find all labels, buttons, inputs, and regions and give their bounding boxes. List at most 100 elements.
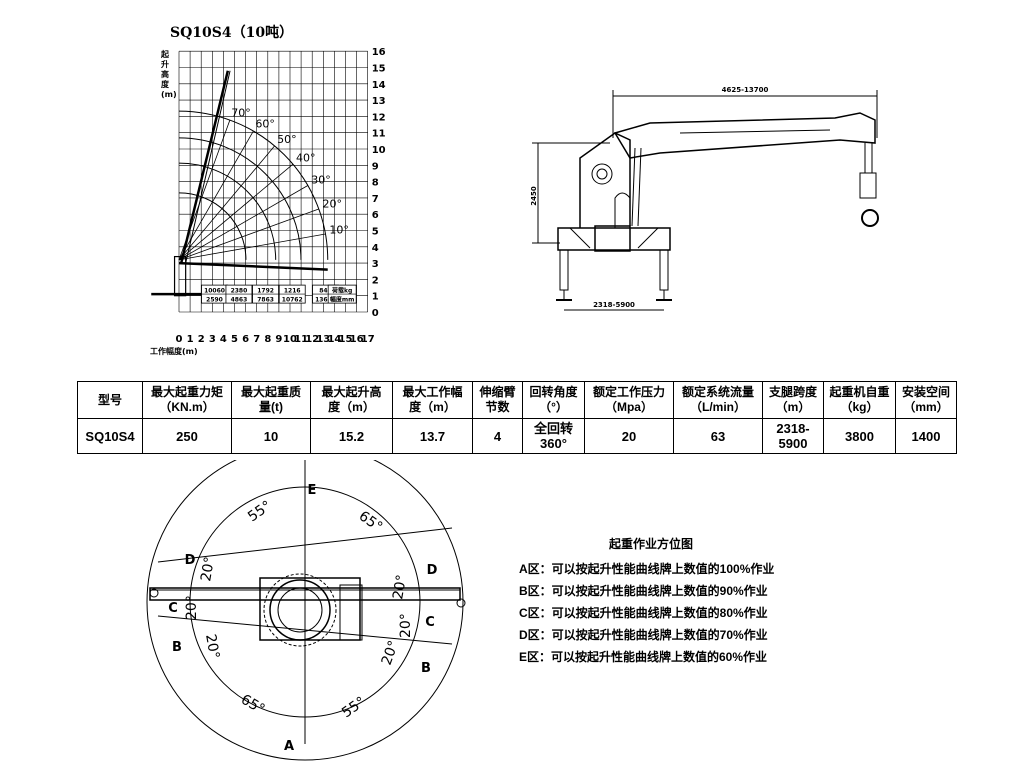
radius-value: 13663 xyxy=(315,297,336,304)
y-tick-label: 2 xyxy=(372,275,379,286)
radius-unit: 幅度mm xyxy=(330,296,355,304)
angle-label: 20° xyxy=(323,198,343,211)
y-tick-label: 15 xyxy=(372,64,386,75)
y-tick-label: 6 xyxy=(372,210,379,221)
x-tick-label: 9 xyxy=(275,334,282,345)
radius-value: 2590 xyxy=(206,297,223,304)
y-tick-label: 13 xyxy=(372,96,386,107)
spec-header-cell: 最大起重力矩（KN.m） xyxy=(142,381,232,419)
page-title: SQ10S4（10吨） xyxy=(170,25,294,41)
spec-value-cell: 2318-5900 xyxy=(762,418,824,454)
y-tick-label: 8 xyxy=(372,178,379,189)
reach-dimension-label: 4625-13700 xyxy=(722,86,769,94)
spec-header-cell: 支腿跨度（m） xyxy=(762,381,824,419)
angle-label-c-left: 20° xyxy=(184,595,200,620)
radius-value: 7863 xyxy=(257,297,274,304)
spec-value-cell: 20 xyxy=(584,418,674,454)
x-tick-label: 1 xyxy=(187,334,194,345)
load-value: 10060 xyxy=(204,288,225,295)
x-tick-label: 17 xyxy=(361,334,375,345)
radius-value: 10762 xyxy=(282,297,303,304)
zone-d-right-label: D xyxy=(427,563,438,578)
spec-header-cell: 安装空间（mm） xyxy=(895,381,957,419)
y-tick-label: 0 xyxy=(372,308,379,319)
spec-value-cell: SQ10S4 xyxy=(77,418,143,454)
spec-header-cell: 回转角度（°） xyxy=(522,381,585,419)
angle-label-c-right: 20° xyxy=(398,613,414,638)
x-tick-label: 10 xyxy=(283,334,297,345)
spec-table: 型号最大起重力矩（KN.m）最大起重质量(t)最大起升高度（m）最大工作幅度（m… xyxy=(77,381,957,454)
x-tick-label: 15 xyxy=(339,334,353,345)
y-tick-label: 4 xyxy=(372,243,379,254)
spec-header-cell: 最大工作幅度（m） xyxy=(392,381,473,419)
y-tick-label: 14 xyxy=(372,80,386,91)
angle-labels: 70°60°50°40°30°20°10° xyxy=(231,106,349,236)
load-value: 840 xyxy=(319,288,332,295)
angle-label: 50° xyxy=(277,133,297,146)
zone-b-left-label: B xyxy=(172,640,182,655)
angle-label: 30° xyxy=(311,173,331,186)
zone-c-right-label: C xyxy=(425,615,435,630)
y-tick-label: 5 xyxy=(372,227,379,238)
zone-diagram: E A B B C C D D 55° 65° 65° 55° 20° 20° … xyxy=(146,460,466,761)
angle-label: 10° xyxy=(329,223,349,236)
angle-label: 60° xyxy=(255,118,275,131)
zone-c-left-label: C xyxy=(168,601,178,616)
zone-d-left-label: D xyxy=(185,553,196,568)
x-tick-label: 3 xyxy=(209,334,216,345)
x-tick-label: 13 xyxy=(316,334,330,345)
x-tick-label: 7 xyxy=(253,334,260,345)
y-tick-label: 1 xyxy=(372,292,379,303)
angle-label-b-right: 20° xyxy=(379,639,403,668)
spec-header-cell: 最大起升高度（m） xyxy=(310,381,393,419)
radius-value: 4863 xyxy=(231,297,248,304)
zone-a-label: A xyxy=(284,739,294,754)
y-tick-label: 12 xyxy=(372,112,386,123)
spec-value-cell: 1400 xyxy=(895,418,957,454)
x-tick-label: 6 xyxy=(242,334,249,345)
angle-label-bottom-left: 65° xyxy=(238,692,268,718)
outer-circle xyxy=(146,460,464,761)
angle-label: 70° xyxy=(231,106,251,119)
y-tick-label: 11 xyxy=(372,129,386,140)
spec-header-cell: 伸缩臂节数 xyxy=(472,381,523,419)
spec-header-cell: 型号 xyxy=(77,381,143,419)
spec-value-cell: 250 xyxy=(142,418,232,454)
spec-header-row: 型号最大起重力矩（KN.m）最大起重质量(t)最大起升高度（m）最大工作幅度（m… xyxy=(77,381,957,419)
angle-label-top-right: 65° xyxy=(356,508,386,535)
x-tick-label: 14 xyxy=(327,334,341,345)
x-tick-label: 0 xyxy=(176,334,183,345)
load-boxes: 1006025902380486317927863121610762840136… xyxy=(201,284,357,304)
boom-lines xyxy=(151,70,328,297)
angle-label-d-right: 20° xyxy=(390,573,410,600)
spec-header-cell: 最大起重质量(t) xyxy=(231,381,311,419)
span-dimension-label: 2318-5900 xyxy=(593,301,635,309)
x-tick-label: 12 xyxy=(305,334,319,345)
y-tick-label: 16 xyxy=(372,47,386,58)
y-tick-label: 10 xyxy=(372,145,386,156)
x-tick-label: 5 xyxy=(231,334,238,345)
x-axis-label: 工作幅度(m) xyxy=(150,347,198,356)
legend-item-a: A区：可以按起升性能曲线牌上数值的100%作业 xyxy=(519,562,775,576)
side-view-drawing: 4625-13700 2450 2318-5900 xyxy=(530,86,879,311)
spec-header-cell: 额定系统流量（L/min） xyxy=(673,381,763,419)
angle-label-b-left: 20° xyxy=(202,633,222,660)
load-value: 2380 xyxy=(231,288,248,295)
zone-b-right-label: B xyxy=(421,661,431,676)
legend-title: 起重作业方位图 xyxy=(609,537,694,551)
spec-value-cell: 63 xyxy=(673,418,763,454)
legend-item-d: D区：可以按起升性能曲线牌上数值的70%作业 xyxy=(519,628,768,642)
x-tick-label: 4 xyxy=(220,334,227,345)
y-tick-label: 7 xyxy=(372,194,379,205)
spec-value-cell: 15.2 xyxy=(310,418,393,454)
load-value: 1792 xyxy=(257,288,274,295)
legend-item-c: C区：可以按起升性能曲线牌上数值的80%作业 xyxy=(519,606,768,620)
spec-value-cell: 3800 xyxy=(823,418,896,454)
x-tick-label: 2 xyxy=(198,334,205,345)
y-axis-label: 起升高度(m) xyxy=(161,50,177,99)
legend-item-e: E区：可以按起升性能曲线牌上数值的60%作业 xyxy=(519,650,768,664)
spec-value-cell: 4 xyxy=(472,418,523,454)
